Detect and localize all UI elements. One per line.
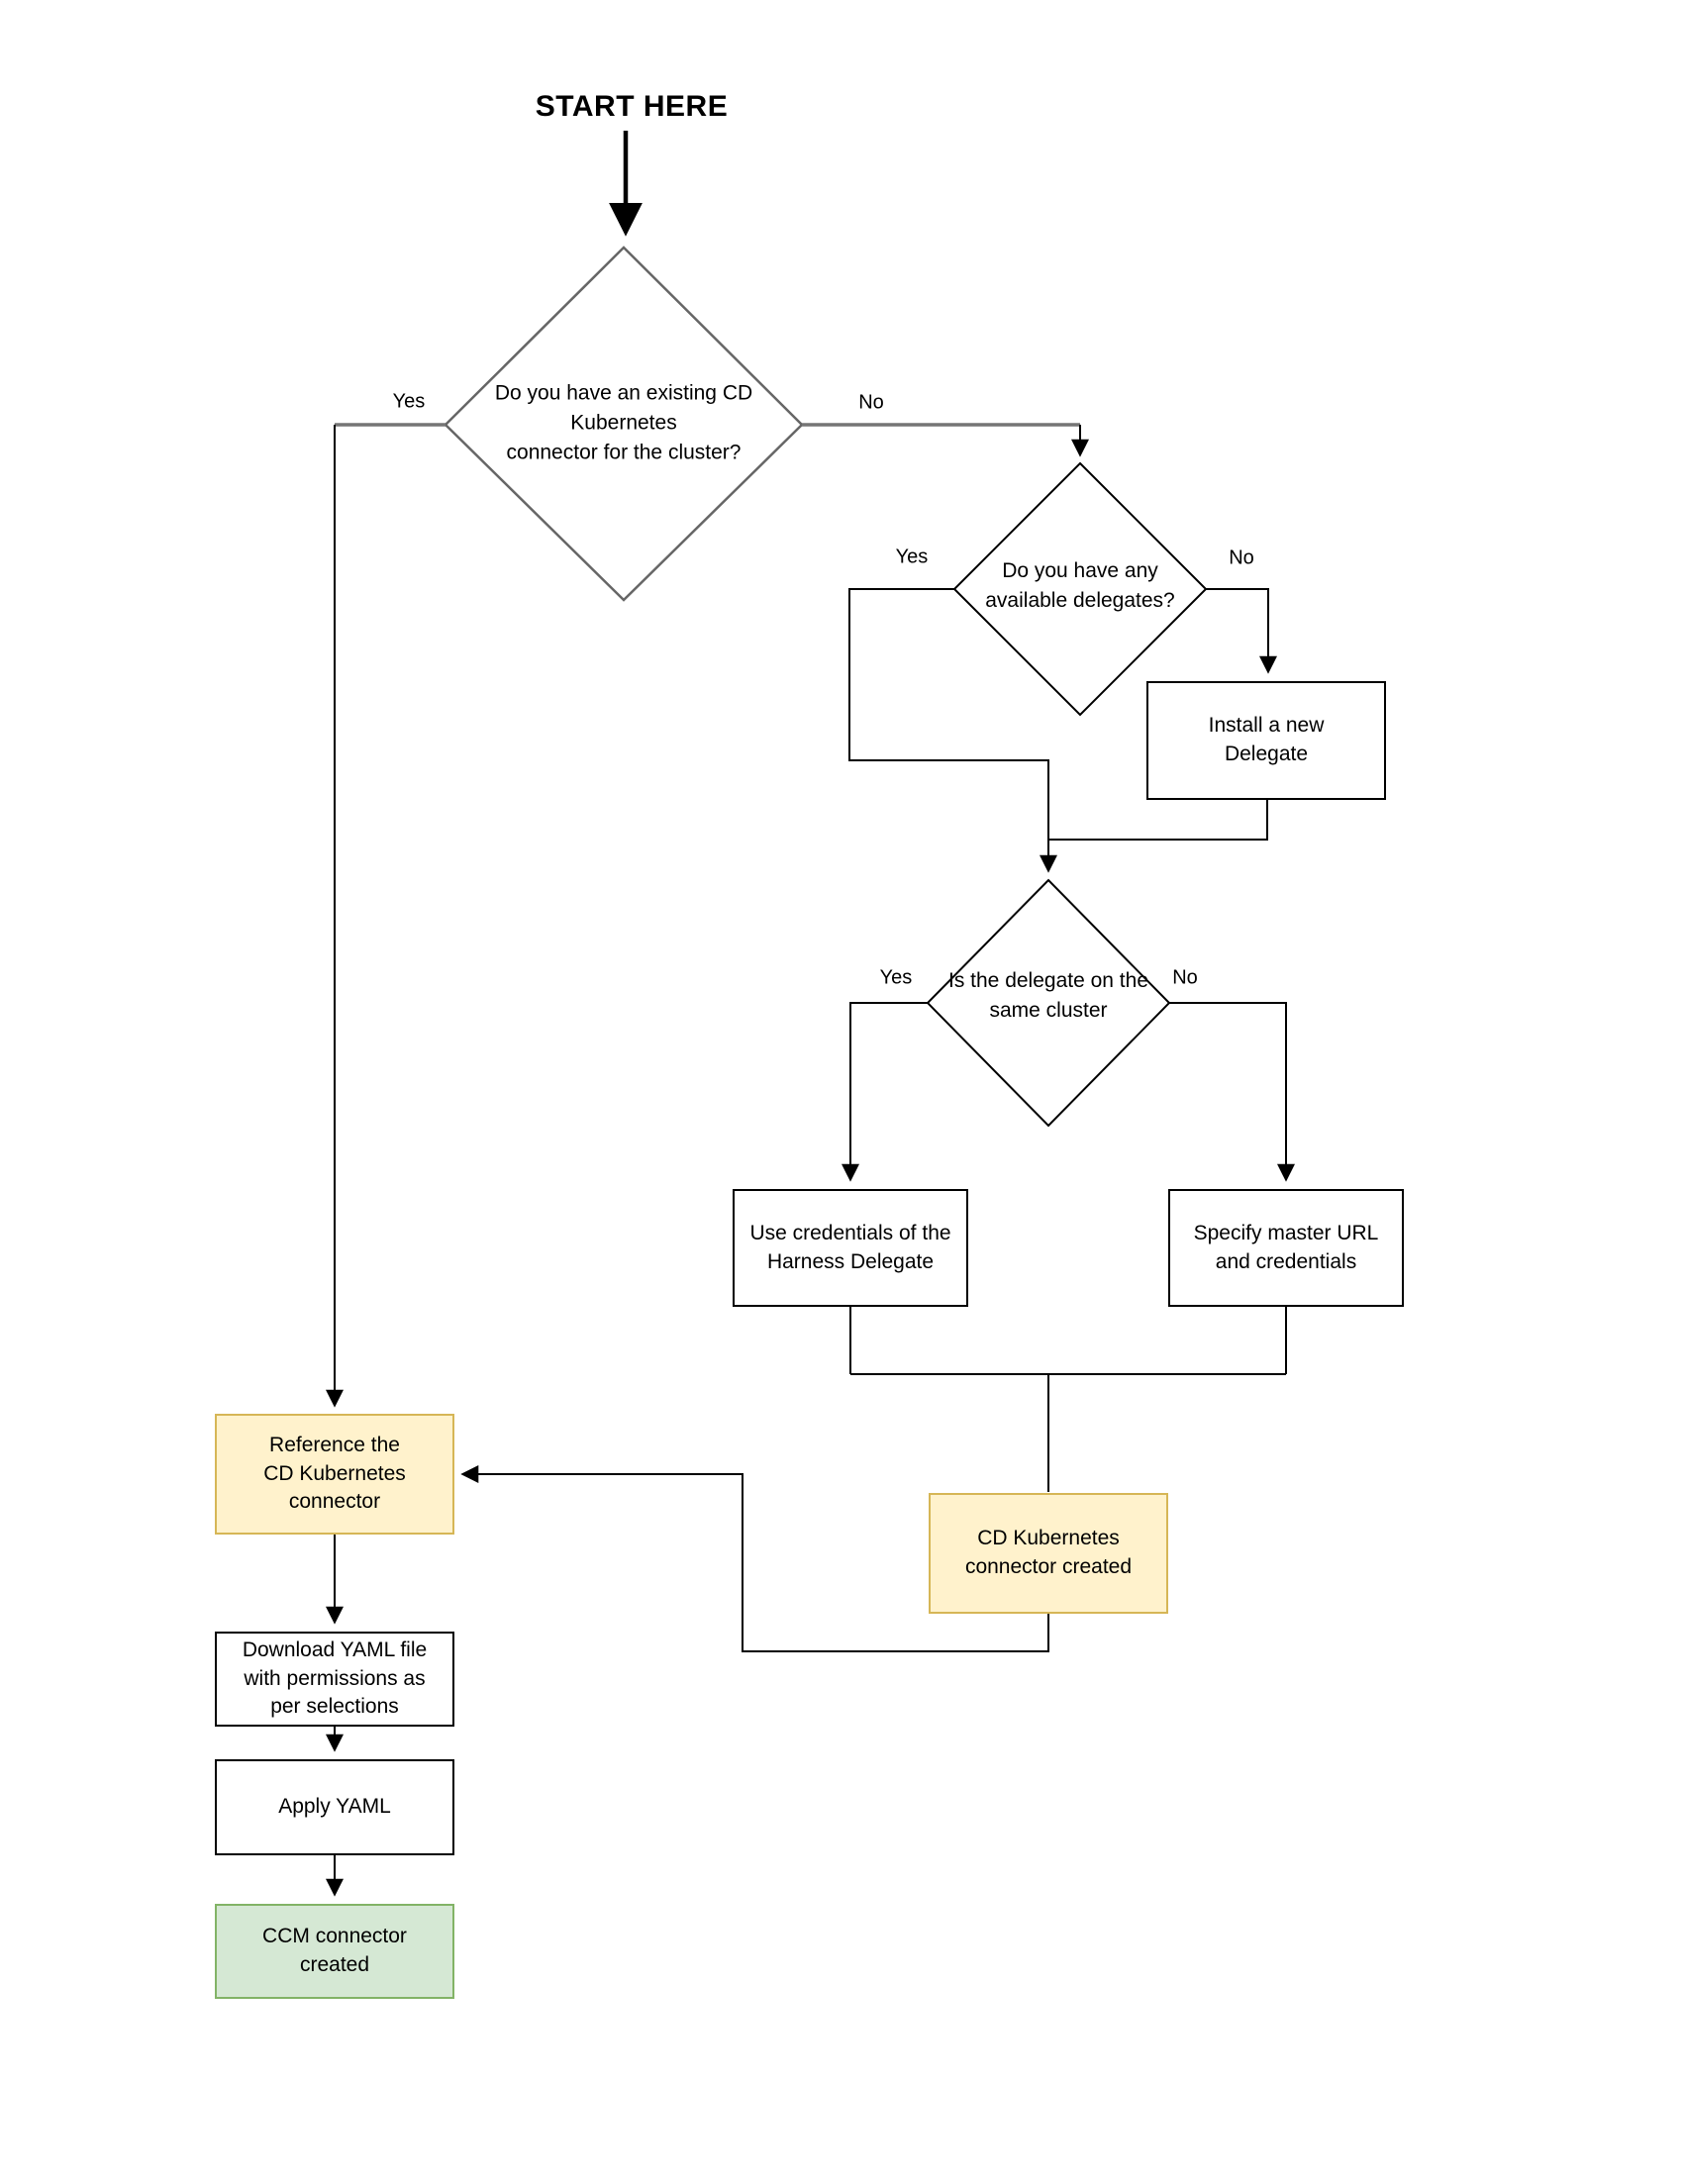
edge-cd-created-to-reference — [460, 1465, 1049, 1652]
apply-yaml-box: Apply YAML — [215, 1759, 454, 1855]
decision-existing-connector-label: Do you have an existing CD Kubernetes co… — [494, 381, 753, 463]
edge-label-delegates-yes: Yes — [895, 546, 929, 568]
install-new-delegate-box: Install a new Delegate — [1146, 681, 1386, 800]
decision-same-cluster-label: Is the delegate on the same cluster — [948, 969, 1148, 1022]
edge-same-cluster-no — [1169, 1002, 1295, 1182]
edge-delegates-no — [1206, 588, 1277, 674]
edge-label-existing-no: No — [858, 391, 884, 414]
decision-existing-connector-shape — [444, 246, 804, 602]
edge-label-same-cluster-no: No — [1172, 966, 1198, 989]
edge-label-delegates-no: No — [1229, 546, 1254, 569]
edge-label-existing-yes: Yes — [392, 390, 426, 413]
cd-connector-created-box: CD Kubernetes connector created — [929, 1493, 1168, 1614]
decision-available-delegates-label: Do you have any available delegates? — [985, 559, 1175, 612]
edge-delegates-yes — [848, 588, 1057, 873]
edge-install-out — [1048, 800, 1268, 841]
start-here-label: START HERE — [535, 90, 729, 123]
specify-master-url-box: Specify master URL and credentials — [1168, 1189, 1404, 1307]
decision-available-delegates-shape — [952, 461, 1208, 717]
reference-connector-box: Reference the CD Kubernetes connector — [215, 1414, 454, 1535]
download-yaml-box: Download YAML file with permissions as p… — [215, 1632, 454, 1727]
decision-same-cluster-shape — [926, 878, 1171, 1128]
edge-label-same-cluster-yes: Yes — [879, 966, 913, 989]
edge-same-cluster-yes — [842, 1002, 928, 1182]
use-delegate-credentials-box: Use credentials of the Harness Delegate — [733, 1189, 968, 1307]
ccm-connector-created-box: CCM connector created — [215, 1904, 454, 1999]
